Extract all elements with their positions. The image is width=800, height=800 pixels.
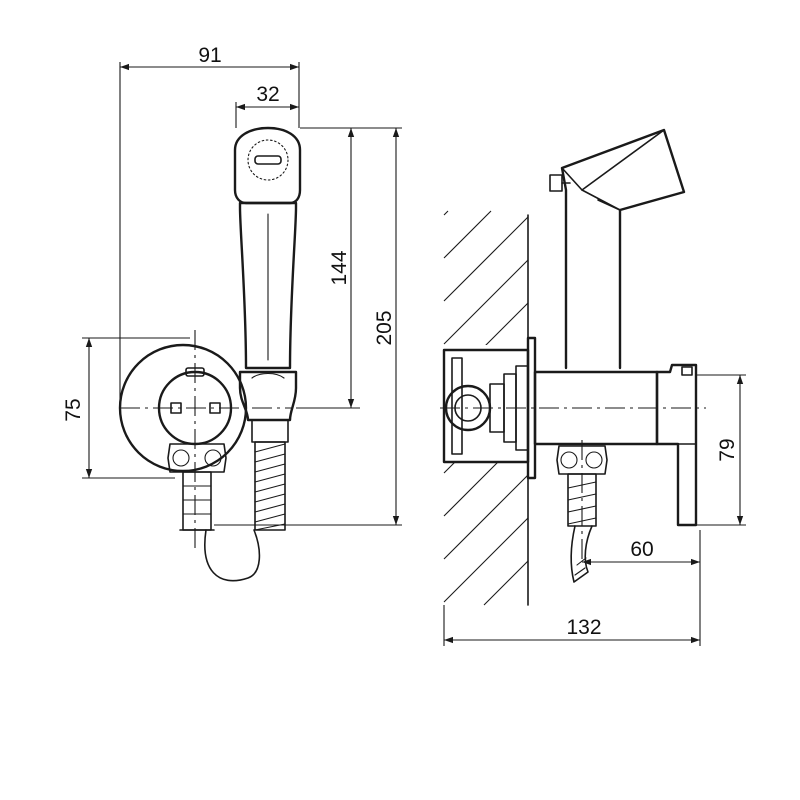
dim-label-32: 32	[256, 83, 279, 106]
side-view: 79 60 132	[438, 128, 746, 646]
wall-section	[438, 210, 529, 606]
side-lever-cap	[681, 366, 693, 376]
dim-label-132: 132	[566, 616, 601, 639]
front-spray-head	[233, 126, 302, 205]
front-connector-rings	[182, 485, 212, 515]
front-handle-body	[238, 201, 298, 370]
side-hose-loop	[570, 525, 593, 583]
dim-label-205: 205	[373, 310, 396, 345]
side-push-button	[549, 174, 563, 192]
dim-label-91: 91	[198, 44, 221, 67]
front-nut-detail-left	[172, 449, 190, 467]
front-hose	[254, 441, 286, 531]
dim-label-60: 60	[630, 538, 653, 561]
side-lever	[655, 363, 698, 527]
front-spray-nozzles	[247, 139, 289, 181]
side-head-edge	[597, 199, 621, 211]
front-hose-spiral	[254, 443, 286, 531]
front-hose-connector	[182, 471, 212, 531]
side-nut-detail-right	[585, 451, 603, 469]
wall-opening	[438, 345, 528, 463]
dim-label-79: 79	[716, 438, 739, 461]
side-nut-detail-left	[560, 451, 578, 469]
front-nut-detail-right	[204, 449, 222, 467]
front-spray-button	[254, 155, 282, 165]
side-head-diagonal	[581, 129, 665, 191]
front-view: 91 32 144 205 75	[62, 44, 402, 582]
front-holder	[238, 370, 298, 422]
side-hex-nut	[556, 445, 608, 475]
front-holder-detail	[251, 372, 285, 379]
side-head-lower	[561, 167, 621, 211]
front-hex-nut	[167, 443, 227, 473]
side-hose-bands	[574, 557, 587, 576]
dim-label-75: 75	[62, 398, 85, 421]
side-handle-body	[560, 128, 686, 370]
dim-label-144: 144	[328, 250, 351, 285]
front-hose-nut	[251, 419, 289, 443]
side-box-inner	[451, 357, 463, 455]
front-hose-loop	[204, 529, 261, 582]
